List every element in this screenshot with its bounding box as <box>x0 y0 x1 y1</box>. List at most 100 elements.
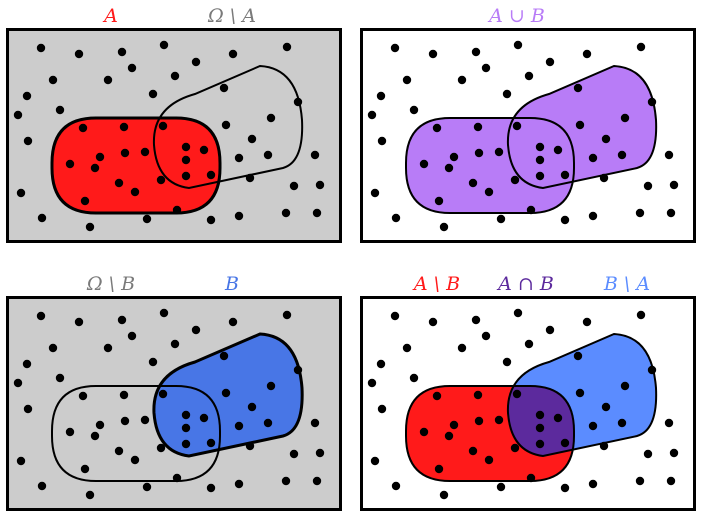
sample-point <box>206 215 216 225</box>
sample-point <box>367 110 377 120</box>
sample-point <box>439 222 449 232</box>
sample-point <box>601 134 611 144</box>
sample-point <box>245 441 255 451</box>
sample-point <box>391 481 401 491</box>
sample-point <box>181 142 191 152</box>
sample-point <box>293 365 303 375</box>
sample-point <box>434 464 444 474</box>
sample-point <box>206 170 216 180</box>
sample-point <box>130 187 140 197</box>
sample-point <box>390 43 400 53</box>
sample-point <box>74 49 84 59</box>
sample-point <box>512 121 522 131</box>
sample-point <box>65 427 75 437</box>
sample-point <box>588 421 598 431</box>
sample-point <box>573 351 583 361</box>
label-a-minus-b: A \ B <box>412 273 460 295</box>
sample-point <box>636 310 646 320</box>
sample-point <box>245 173 255 183</box>
label-b-minus-a: B \ A <box>603 273 650 295</box>
sample-point <box>315 448 325 458</box>
sample-point <box>601 402 611 412</box>
sample-point <box>48 75 58 85</box>
sample-point <box>535 423 545 433</box>
label-a-intersect-b: A ∩ B <box>496 273 554 295</box>
sample-point <box>142 482 152 492</box>
sample-point <box>22 359 32 369</box>
sample-point <box>103 75 113 85</box>
sample-point <box>643 181 653 191</box>
sample-point <box>234 211 244 221</box>
sample-point <box>647 97 657 107</box>
sample-point <box>588 153 598 163</box>
sample-point <box>281 476 291 486</box>
sample-point <box>513 40 523 50</box>
sample-point <box>119 122 129 132</box>
sample-point <box>114 446 124 456</box>
sample-points-2 <box>367 40 679 232</box>
sample-point <box>560 170 570 180</box>
sample-point <box>620 381 630 391</box>
sample-point <box>228 317 238 327</box>
sample-point <box>617 150 627 160</box>
sample-point <box>221 120 231 130</box>
sample-point <box>140 147 150 157</box>
sample-points-3 <box>13 308 325 500</box>
sample-point <box>502 89 512 99</box>
sample-point <box>310 418 320 428</box>
sample-point <box>80 464 90 474</box>
sample-point <box>55 373 65 383</box>
sample-point <box>293 97 303 107</box>
sample-point <box>120 148 130 158</box>
sample-point <box>158 121 168 131</box>
sample-point <box>156 443 166 453</box>
sample-point <box>181 171 191 181</box>
sample-point <box>181 155 191 165</box>
sample-point <box>636 42 646 52</box>
sample-point <box>484 187 494 197</box>
sample-point <box>449 420 459 430</box>
sample-point <box>635 208 645 218</box>
sample-point <box>114 178 124 188</box>
sample-point <box>219 351 229 361</box>
sample-point <box>669 448 679 458</box>
sample-point <box>376 359 386 369</box>
sample-point <box>510 175 520 185</box>
sample-point <box>158 389 168 399</box>
sample-point <box>510 443 520 453</box>
sample-point <box>170 339 180 349</box>
sample-point <box>117 315 127 325</box>
sample-point <box>119 390 129 400</box>
sample-point <box>526 205 536 215</box>
sample-point <box>468 178 478 188</box>
sample-point <box>439 490 449 500</box>
sample-point <box>370 188 380 198</box>
sample-point <box>432 123 442 133</box>
sample-point <box>457 75 467 85</box>
sample-point <box>524 71 534 81</box>
sample-point <box>127 331 137 341</box>
sample-point <box>13 378 23 388</box>
sample-point <box>266 113 276 123</box>
sample-point <box>90 431 100 441</box>
sample-point <box>95 420 105 430</box>
sample-point <box>484 455 494 465</box>
sample-point <box>219 83 229 93</box>
sample-point <box>247 134 257 144</box>
sample-point <box>560 483 570 493</box>
sample-point <box>206 483 216 493</box>
sample-point <box>23 136 33 146</box>
sample-point <box>535 410 545 420</box>
sample-point <box>13 110 23 120</box>
sample-point <box>37 481 47 491</box>
sample-point <box>535 439 545 449</box>
sample-point <box>36 311 46 321</box>
sample-point <box>588 211 598 221</box>
sample-point <box>474 148 484 158</box>
sample-point <box>120 416 130 426</box>
sample-point <box>647 365 657 375</box>
sample-point <box>263 418 273 428</box>
sample-point <box>444 163 454 173</box>
sample-point <box>428 49 438 59</box>
